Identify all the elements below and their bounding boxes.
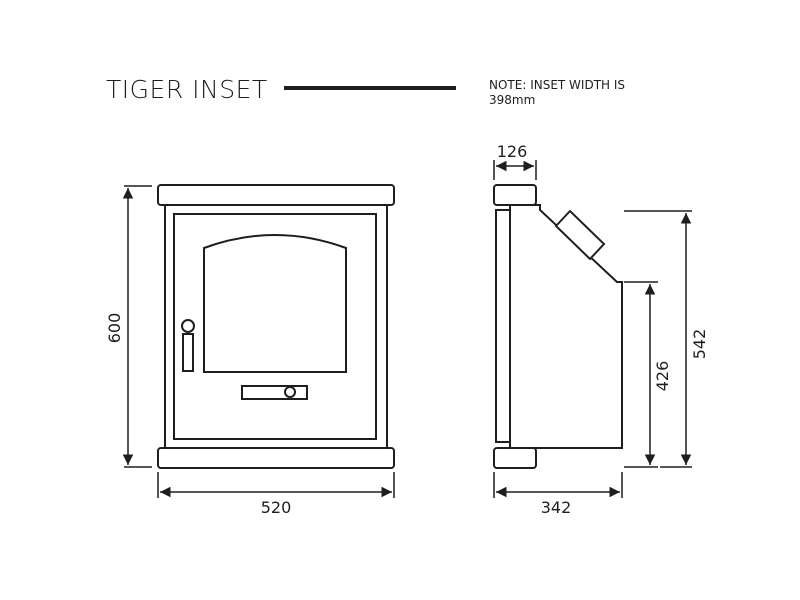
side-depth-label: 342 (541, 498, 572, 517)
note-line-2: 398mm (489, 93, 535, 107)
side-top-depth-label: 126 (497, 142, 528, 161)
side-base-plate (493, 447, 537, 469)
flue-spigot (554, 209, 606, 261)
side-view: 126 342 426 542 (493, 142, 709, 517)
door-window (203, 234, 347, 373)
side-top-plate (493, 184, 537, 206)
front-height-label: 600 (105, 313, 124, 344)
side-body-height-label: 426 (653, 361, 672, 392)
front-top-plate (157, 184, 395, 206)
side-overall-height-label: 542 (690, 329, 709, 360)
front-view: 600 520 (105, 184, 395, 517)
drawing-title: TIGER INSET (106, 75, 268, 104)
stove-door (173, 213, 377, 440)
front-base-plate (157, 447, 395, 469)
side-body (509, 204, 623, 449)
front-width-label: 520 (261, 498, 292, 517)
side-door-front (495, 209, 511, 443)
air-vent (241, 385, 308, 400)
note-line-1: NOTE: INSET WIDTH IS (489, 78, 625, 92)
door-handle (181, 319, 195, 372)
